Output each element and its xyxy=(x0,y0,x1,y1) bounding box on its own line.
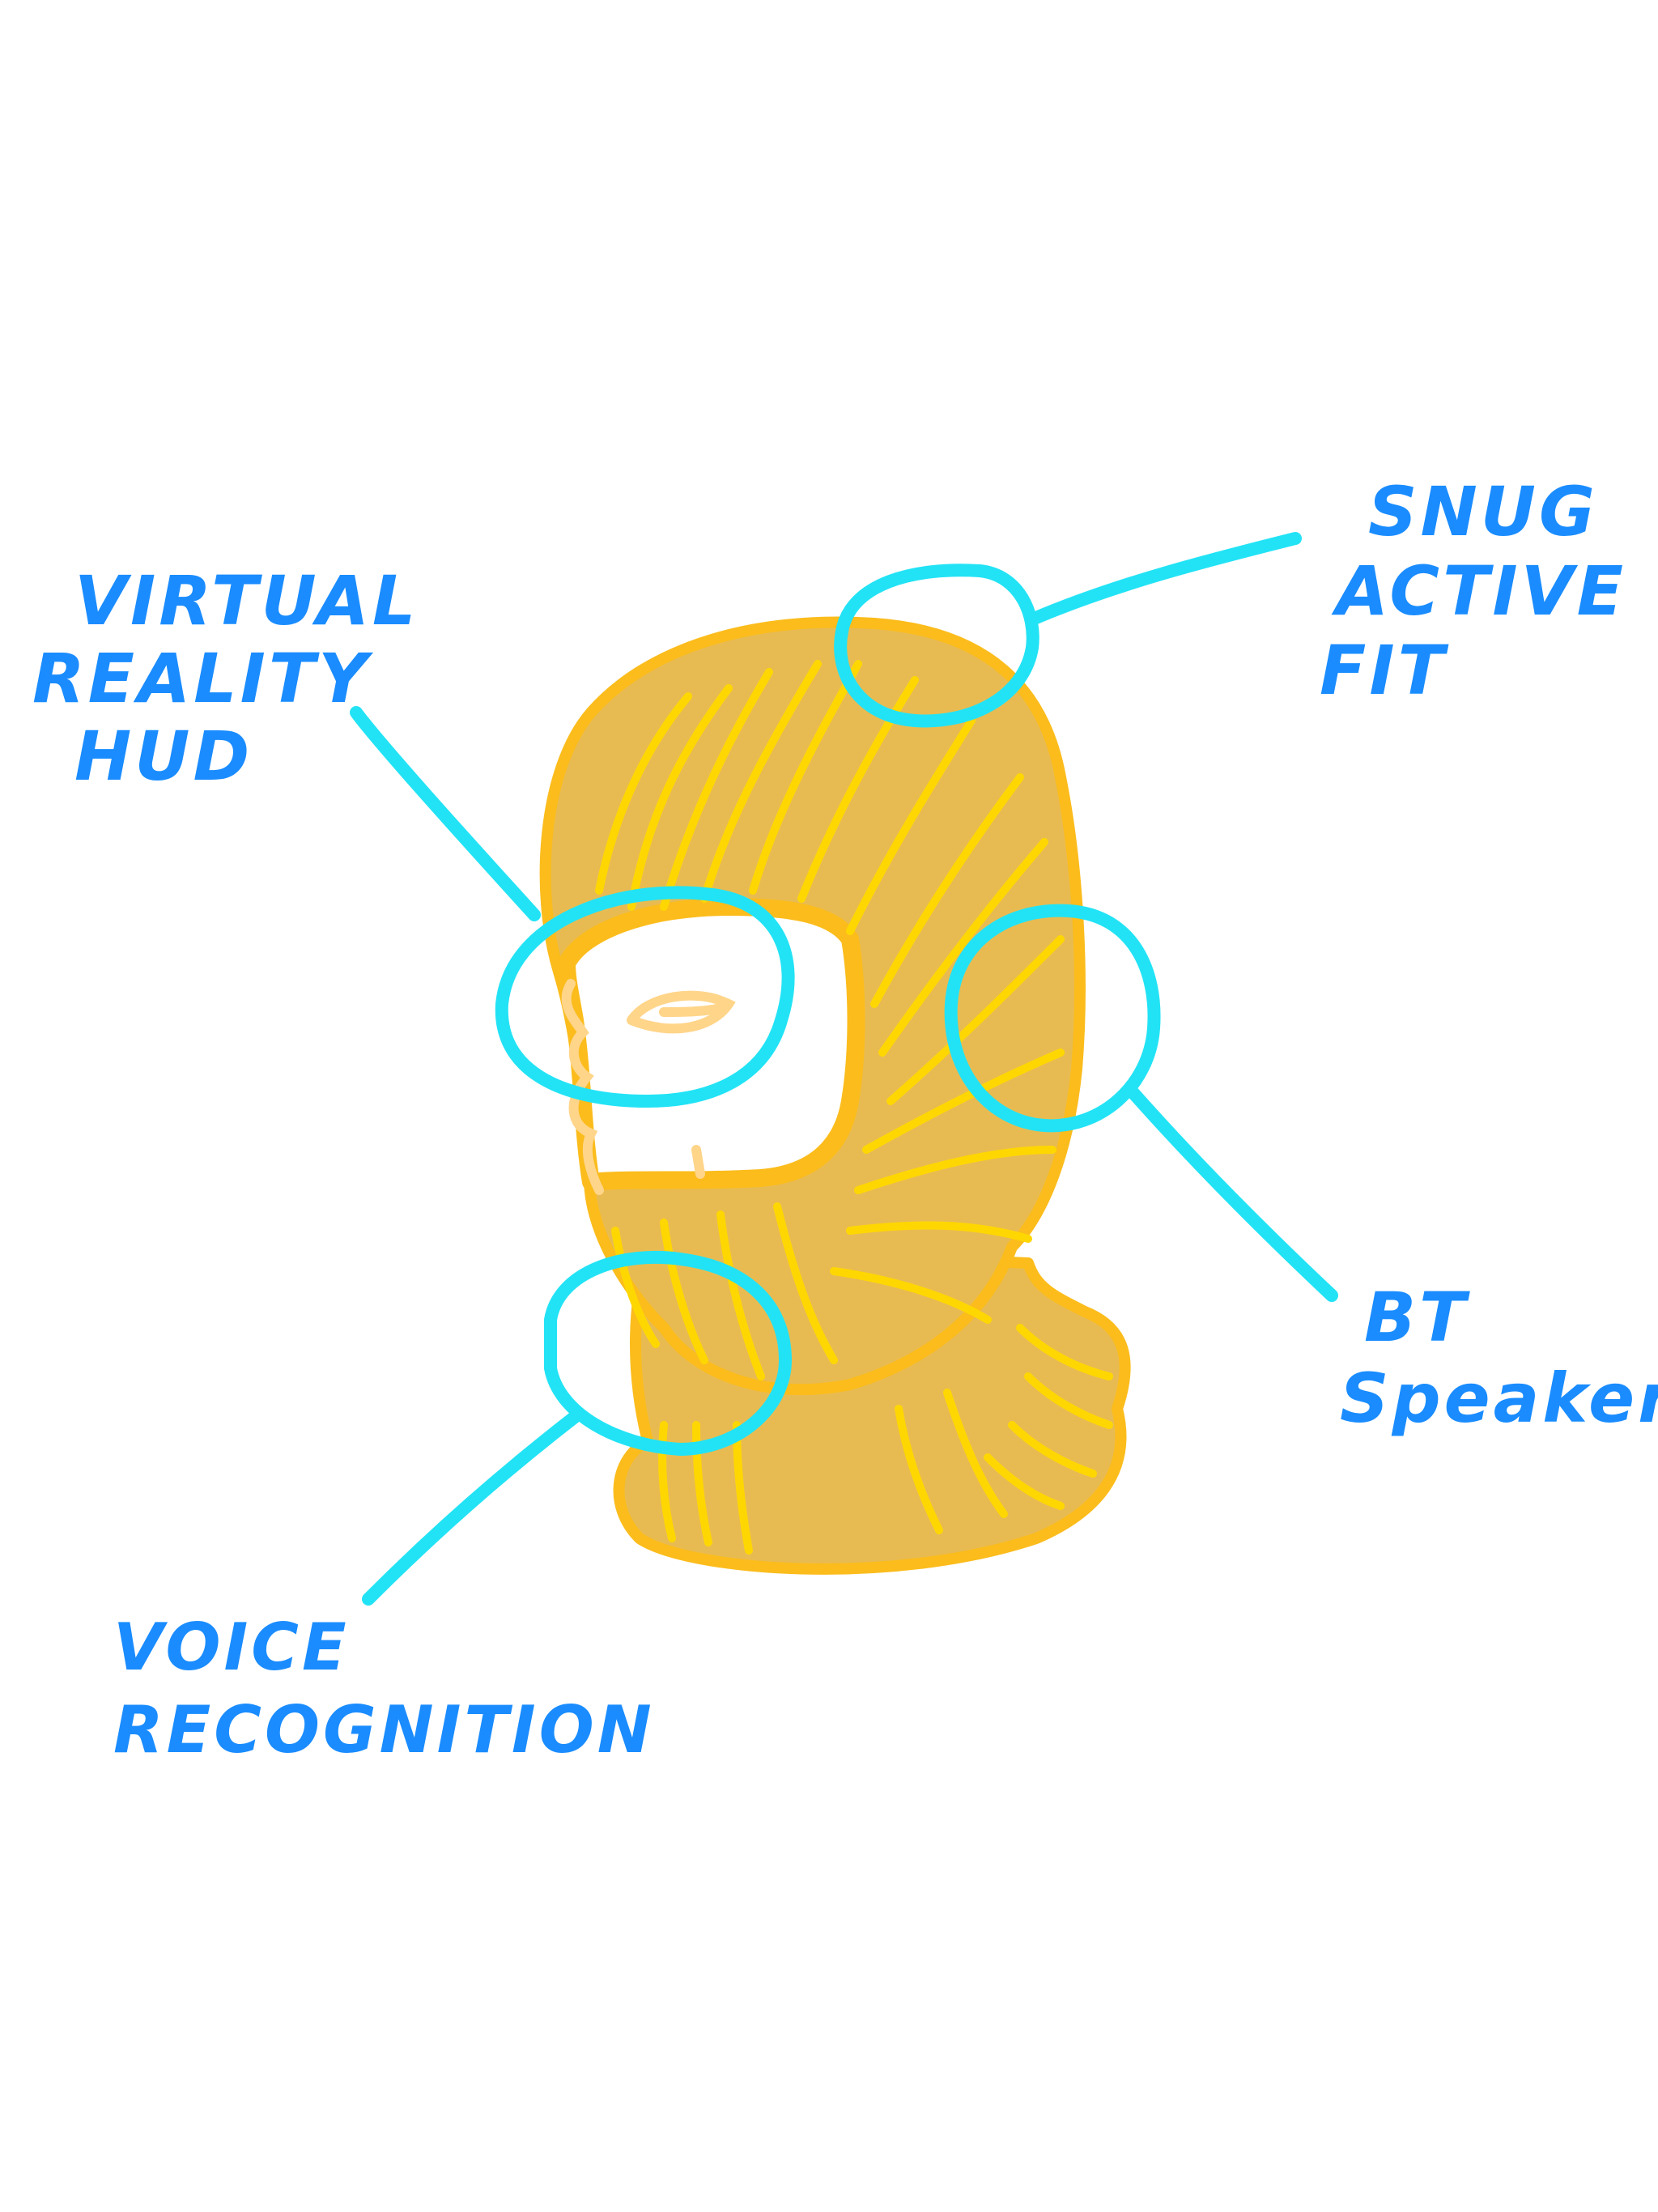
leader-line-bt-speaker xyxy=(1127,1087,1338,1302)
callout-label-line: Fit xyxy=(1320,631,1448,710)
leader-line-snug-fit xyxy=(1026,532,1302,626)
callout-label-line: BT xyxy=(1364,1278,1469,1357)
callout-ring-voice xyxy=(544,1250,793,1457)
callout-label-line: HUD xyxy=(74,717,253,796)
callout-ring-snug-fit xyxy=(834,564,1039,728)
face-features xyxy=(561,979,736,1195)
leader-line-voice xyxy=(362,1410,581,1606)
leader-line-vr-hud xyxy=(350,706,541,921)
callout-label-snug-fit: Snug Active Fit xyxy=(1320,478,1626,704)
callout-label-line: Recognition xyxy=(113,1692,655,1767)
balaclava-illustration xyxy=(539,616,1131,1575)
callout-ring-bt-speaker xyxy=(944,904,1161,1133)
balaclava-face-opening xyxy=(558,898,865,1191)
callout-label-voice-recognition: Voice Recognition xyxy=(113,1615,655,1763)
callout-rings xyxy=(495,564,1161,1457)
leader-lines xyxy=(350,532,1338,1606)
callout-label-line: Active xyxy=(1336,551,1627,631)
callout-ring-vr-hud xyxy=(495,886,795,1108)
knit-lines-head xyxy=(595,660,1065,1380)
callout-label-line: Virtual xyxy=(74,561,419,640)
callout-label-line: Snug xyxy=(1368,472,1598,551)
callout-label-line: Reality xyxy=(32,639,371,718)
callout-label-line: Voice xyxy=(113,1610,350,1685)
callout-label-vr-hud: Virtual Reality HUD xyxy=(32,567,419,790)
callout-label-line: Speaker xyxy=(1340,1359,1658,1438)
callout-label-bt-speaker: BT Speaker xyxy=(1340,1283,1658,1432)
